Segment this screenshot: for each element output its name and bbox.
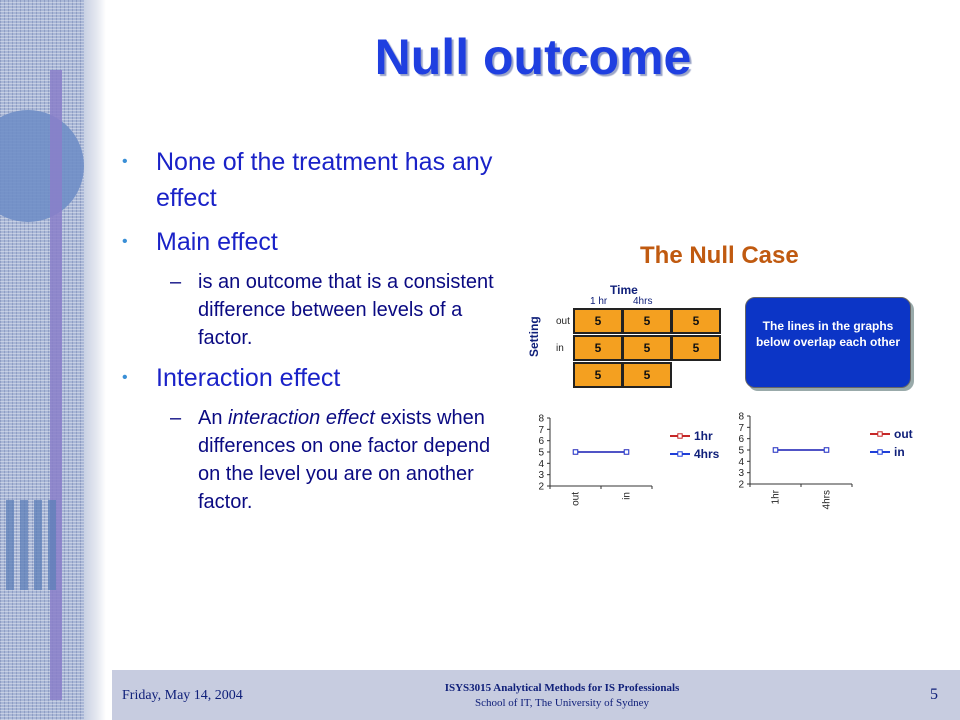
y-tick-label: 7	[538, 425, 544, 436]
legend-label: 4hrs	[694, 447, 720, 461]
y-tick-label: 5	[738, 446, 744, 457]
note-callout: The lines in the graphs below overlap ea…	[745, 297, 911, 388]
data-point	[623, 449, 630, 455]
figure-title: The Null Case	[640, 242, 799, 269]
y-tick-label: 3	[538, 470, 544, 481]
y-tick-label: 8	[738, 412, 744, 423]
bullet-text: None of the treatment has any effect	[156, 148, 493, 212]
bullet-list: • None of the treatment has any effect •…	[118, 144, 508, 524]
data-point	[572, 449, 579, 455]
grid-cell: 5	[573, 335, 623, 361]
data-point	[823, 447, 830, 453]
legend-label: in	[894, 445, 905, 459]
bullet-item: • Interaction effect	[118, 360, 508, 396]
slide-title: Null outcome	[374, 29, 692, 85]
grid-cell: 5	[622, 308, 672, 334]
dash-glyph: –	[170, 407, 182, 429]
bullet-item: • None of the treatment has any effect	[118, 144, 508, 216]
y-tick-label: 4	[538, 459, 544, 470]
y-tick-label: 5	[538, 448, 544, 459]
x-tick-label: out	[571, 492, 582, 506]
bullet-text: Interaction effect	[156, 364, 341, 392]
sub-bullet-item: – is an outcome that is a consistent dif…	[118, 268, 508, 352]
legend-label: out	[894, 427, 913, 441]
y-tick-label: 6	[738, 434, 744, 445]
grid-cell: 5	[671, 308, 721, 334]
setting-header: Setting	[527, 316, 541, 357]
sub-bullet-text-pre: An	[198, 407, 229, 429]
side-decoration	[0, 0, 84, 720]
footer-date: Friday, May 14, 2004	[122, 688, 243, 703]
row-label-out: out	[556, 316, 570, 327]
bullet-glyph: •	[122, 233, 128, 250]
data-point	[772, 447, 779, 453]
y-tick-label: 3	[738, 468, 744, 479]
legend-marker	[677, 433, 683, 439]
column-label-1hr: 1 hr	[590, 296, 608, 307]
legend-label: 1hr	[694, 429, 713, 443]
legend-marker	[877, 431, 883, 437]
y-tick-label: 6	[538, 436, 544, 447]
decorative-blocks	[6, 500, 56, 590]
bullet-glyph: •	[122, 369, 128, 386]
row-label-in: in	[556, 343, 564, 354]
y-tick-label: 4	[738, 457, 744, 468]
x-tick-label: 4hrs	[822, 490, 833, 509]
sub-bullet-emphasis: interaction effect	[228, 407, 375, 429]
footer: Friday, May 14, 2004 ISYS3015 Analytical…	[112, 670, 960, 720]
x-tick-label: in	[622, 492, 633, 500]
sub-bullet-text: is an outcome that is a consistent diffe…	[198, 271, 494, 349]
grid-cell: 5	[573, 362, 623, 388]
legend-marker	[877, 449, 883, 455]
x-tick-label: 1hr	[771, 489, 782, 504]
page-number: 5	[930, 686, 938, 703]
y-tick-label: 2	[738, 480, 744, 491]
grid-cell: 5	[622, 335, 672, 361]
y-tick-label: 7	[738, 423, 744, 434]
side-edge-gradient	[84, 0, 106, 720]
bullet-text: Main effect	[156, 228, 278, 256]
column-label-4hrs: 4hrs	[633, 296, 653, 307]
footer-school: School of IT, The University of Sydney	[474, 697, 650, 709]
footer-course-info: ISYS3015 Analytical Methods for IS Profe…	[352, 681, 772, 711]
grid-cell: 5	[573, 308, 623, 334]
grid-cell: 5	[671, 335, 721, 361]
y-tick-label: 8	[538, 414, 544, 425]
decorative-bar	[50, 70, 62, 700]
footer-course: ISYS3015 Analytical Methods for IS Profe…	[444, 682, 680, 694]
dash-glyph: –	[170, 271, 182, 293]
y-tick-label: 2	[538, 482, 544, 493]
bullet-glyph: •	[122, 153, 128, 170]
sub-bullet-text-post: exists when differences on one factor de…	[198, 407, 491, 513]
legend-marker	[677, 451, 683, 457]
time-header: Time	[610, 283, 638, 297]
bullet-item: • Main effect	[118, 224, 508, 260]
sub-bullet-item: – An interaction effect exists when diff…	[118, 404, 508, 516]
grid-cell: 5	[622, 362, 672, 388]
